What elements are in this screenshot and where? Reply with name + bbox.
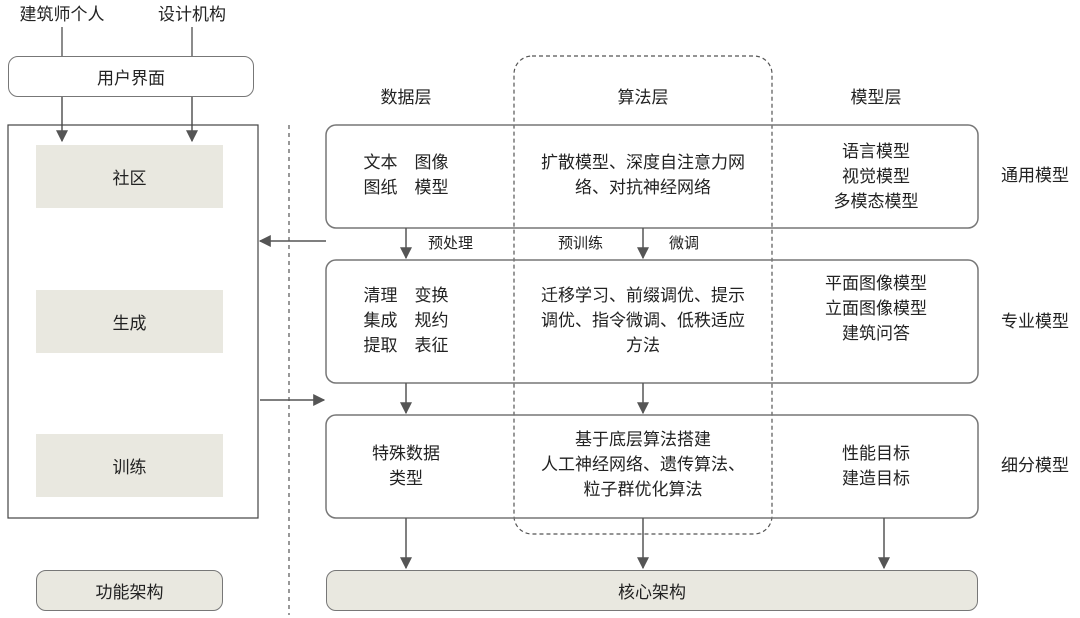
community-label: 社区 — [112, 169, 147, 189]
row2-algorithm-line-2: 调优、指令微调、低秩适应 — [541, 311, 745, 331]
row2-algorithm-line-1: 迁移学习、前缀调优、提示 — [541, 286, 745, 306]
row2-model-line-1: 平面图像模型 — [825, 274, 927, 294]
row-box-professional — [325, 259, 979, 384]
row1-data-line-2: 图纸 模型 — [363, 178, 449, 198]
row3-algorithm-line-3: 粒子群优化算法 — [583, 480, 703, 500]
core-architecture-label: 核心架构 — [618, 583, 686, 603]
row2-algorithm-line-3: 方法 — [626, 336, 660, 356]
row1-model-line-2: 视觉模型 — [842, 167, 910, 187]
row1-label: 通用模型 — [1001, 166, 1069, 186]
preprocess-label: 预处理 — [428, 234, 474, 252]
row2-model-line-3: 建筑问答 — [842, 324, 910, 344]
row3-data-line-1: 特殊数据 — [372, 444, 440, 464]
row3-model-line-2: 建造目标 — [842, 469, 910, 489]
architect-label: 建筑师个人 — [19, 5, 105, 25]
community-box: 社区 — [36, 145, 223, 208]
core-architecture-box: 核心架构 — [326, 570, 978, 611]
user-interface-box: 用户界面 — [8, 56, 254, 97]
row3-label: 细分模型 — [1001, 456, 1069, 476]
row3-data-line-2: 类型 — [389, 469, 423, 489]
row3-model-line-1: 性能目标 — [842, 444, 910, 464]
column-header-data: 数据层 — [380, 88, 432, 108]
row2-model-line-2: 立面图像模型 — [825, 299, 927, 319]
pretrain-label: 预训练 — [558, 234, 604, 252]
row-box-general — [325, 124, 979, 229]
training-label: 训练 — [112, 458, 147, 478]
institution-label: 设计机构 — [158, 5, 226, 25]
row2-label: 专业模型 — [1001, 312, 1069, 332]
row1-model-line-3: 多模态模型 — [833, 192, 919, 212]
column-header-algorithm: 算法层 — [617, 88, 669, 108]
row1-algorithm-line-2: 络、对抗神经网络 — [575, 178, 711, 198]
finetune-label: 微调 — [669, 234, 700, 252]
functional-architecture-box: 功能架构 — [36, 570, 223, 611]
row1-algorithm-line-1: 扩散模型、深度自注意力网 — [541, 153, 745, 173]
algorithm-column-frame — [513, 55, 773, 535]
user-interface-label: 用户界面 — [97, 69, 165, 89]
generation-box: 生成 — [36, 290, 223, 353]
row1-data-line-1: 文本 图像 — [363, 153, 449, 173]
functional-architecture-label: 功能架构 — [95, 583, 164, 603]
row2-data-line-2: 集成 规约 — [363, 311, 449, 331]
training-box: 训练 — [36, 434, 223, 497]
row2-data-line-3: 提取 表征 — [363, 336, 449, 356]
generation-label: 生成 — [112, 314, 147, 334]
row3-algorithm-line-2: 人工神经网络、遗传算法、 — [541, 455, 745, 475]
row-box-segmented — [325, 414, 979, 519]
row1-model-line-1: 语言模型 — [842, 142, 910, 162]
row2-data-line-1: 清理 变换 — [363, 286, 449, 306]
column-header-model: 模型层 — [850, 88, 902, 108]
functional-panel-frame — [7, 124, 259, 519]
row3-algorithm-line-1: 基于底层算法搭建 — [575, 430, 711, 450]
